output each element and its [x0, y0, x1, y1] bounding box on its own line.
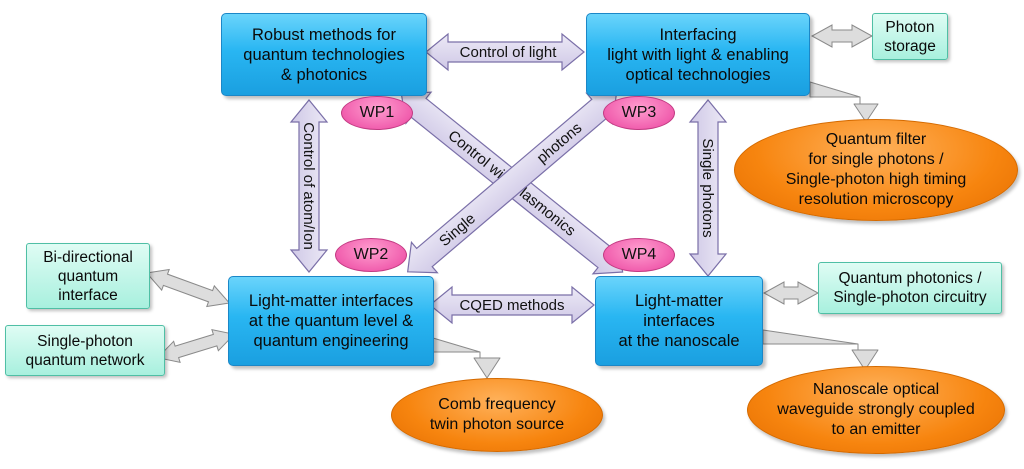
wp3-badge-label: WP3 [621, 104, 657, 121]
atom-ion-label: Control of atom/Ion [300, 122, 317, 250]
comb-frequency-ellipse: Comb frequency twin photon source [391, 378, 603, 452]
wp4-badge-label: WP4 [621, 246, 657, 263]
network-arrow [156, 328, 236, 364]
single-photons-vertical-arrow: Single photons [688, 99, 728, 277]
quantum-photonics-arrow [762, 281, 820, 305]
cqed-arrow [429, 285, 595, 325]
wp3-title: Interfacing light with light & enabling … [607, 25, 789, 84]
photon-storage-text: Photon storage [884, 18, 936, 55]
nanoscale-arrow [762, 329, 879, 371]
photon-storage-arrow [810, 24, 874, 48]
photon-storage-box: Photon storage [872, 13, 948, 60]
quantum-photonics-text: Quantum photonics / Single-photon circui… [833, 270, 987, 306]
wp2-badge-label: WP2 [353, 246, 389, 263]
wp1-title: Robust methods for quantum technologies … [243, 25, 405, 84]
wp3-badge: WP3 [603, 96, 675, 130]
wp2-box: Light-matter interfaces at the quantum l… [228, 276, 434, 366]
nanoscale-waveguide-text: Nanoscale optical waveguide strongly cou… [777, 381, 975, 438]
bidirectional-arrow [145, 268, 231, 308]
wp4-badge: WP4 [603, 238, 675, 272]
wp2-title: Light-matter interfaces at the quantum l… [248, 292, 414, 350]
nanoscale-waveguide-ellipse: Nanoscale optical waveguide strongly cou… [747, 366, 1005, 454]
single-photon-network-text: Single-photon quantum network [25, 332, 145, 369]
comb-frequency-text: Comb frequency twin photon source [429, 396, 565, 433]
wp1-badge: WP1 [341, 96, 413, 130]
quantum-photonics-box: Quantum photonics / Single-photon circui… [818, 262, 1002, 314]
atom-ion-arrow: Control of atom/Ion [289, 99, 329, 273]
wp4-title: Light-matter interfaces at the nanoscale [618, 292, 740, 350]
single-photons-vertical-label: Single photons [699, 138, 716, 237]
control-of-light-arrow [425, 32, 585, 72]
wp3-box: Interfacing light with light & enabling … [586, 13, 810, 96]
wp1-badge-label: WP1 [359, 104, 395, 121]
bidirectional-interface-box: Bi-directional quantum interface [26, 243, 150, 309]
wp1-box: Robust methods for quantum technologies … [221, 13, 427, 96]
quantum-filter-arrow [809, 81, 879, 123]
wp4-box: Light-matter interfaces at the nanoscale [595, 276, 763, 366]
quantum-filter-text: Quantum filter for single photons / Sing… [785, 131, 967, 208]
cqed-label: CQED methods [459, 297, 564, 314]
quantum-filter-ellipse: Quantum filter for single photons / Sing… [734, 119, 1018, 221]
single-photon-network-box: Single-photon quantum network [5, 325, 165, 376]
control-of-light-label: Control of light [460, 44, 558, 61]
bidirectional-interface-text: Bi-directional quantum interface [43, 248, 133, 304]
wp2-badge: WP2 [335, 238, 407, 272]
comb-frequency-arrow [432, 337, 501, 379]
